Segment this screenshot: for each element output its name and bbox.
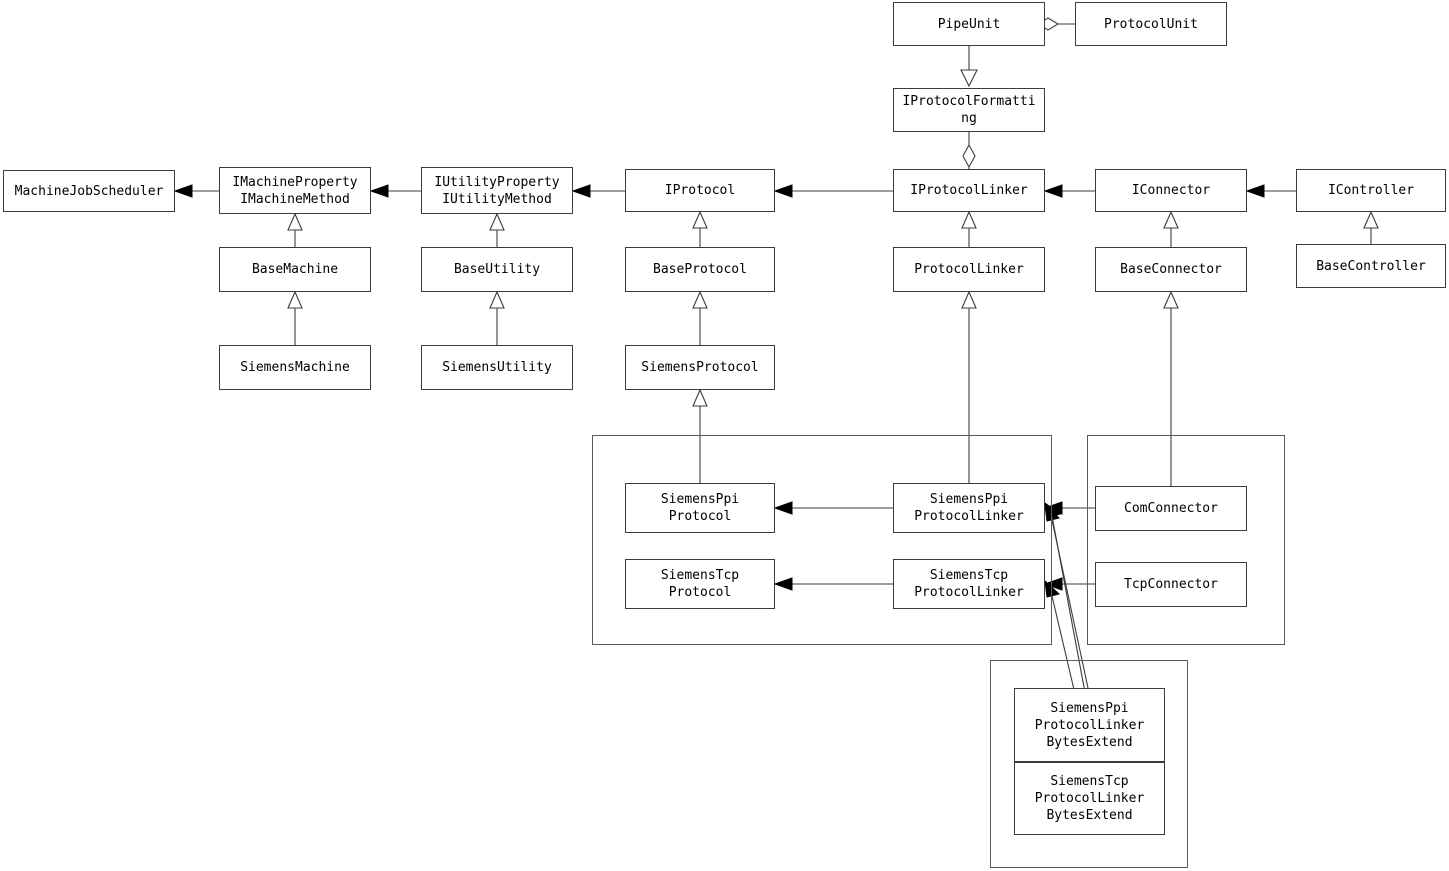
edge-protocollinker-to-iprotocollinker xyxy=(961,210,977,247)
class-box-siemensppiprotocollinkerbytesextend[interactable]: SiemensPpi ProtocolLinker BytesExtend xyxy=(1014,688,1165,762)
class-box-baseprotocol[interactable]: BaseProtocol xyxy=(625,247,775,292)
class-box-basecontroller[interactable]: BaseController xyxy=(1296,244,1446,288)
edge-siemensmachine-to-basemachine xyxy=(287,290,303,345)
class-box-iutilityproperty[interactable]: IUtilityProperty IUtilityMethod xyxy=(421,167,573,214)
edge-iconnector-to-iprotocollinker xyxy=(1043,184,1095,198)
edge-baseprotocol-to-iprotocol xyxy=(692,210,708,247)
class-box-icontroller[interactable]: IController xyxy=(1296,169,1446,212)
class-box-comconnector[interactable]: ComConnector xyxy=(1095,486,1247,531)
edge-baseutility-to-iutility xyxy=(489,212,505,247)
class-box-siemenstcpprotocol[interactable]: SiemensTcp Protocol xyxy=(625,559,775,609)
edge-iutility-to-imachine xyxy=(369,184,421,198)
class-box-iprotocolformatting[interactable]: IProtocolFormatti ng xyxy=(893,88,1045,132)
class-box-protocolunit[interactable]: ProtocolUnit xyxy=(1075,2,1227,46)
edge-siemensprotocol-to-baseprotocol xyxy=(692,290,708,345)
class-box-siemenstcpprotocollinkerbytesextend[interactable]: SiemensTcp ProtocolLinker BytesExtend xyxy=(1014,762,1165,835)
class-box-siemenstcpprotocollinker[interactable]: SiemensTcp ProtocolLinker xyxy=(893,559,1045,609)
class-box-basemachine[interactable]: BaseMachine xyxy=(219,247,371,292)
class-box-siemensutility[interactable]: SiemensUtility xyxy=(421,345,573,390)
edge-iprotocolformatting-to-iprotocollinker xyxy=(962,132,976,169)
class-box-iprotocollinker[interactable]: IProtocolLinker xyxy=(893,169,1045,212)
class-box-imachineproperty[interactable]: IMachineProperty IMachineMethod xyxy=(219,167,371,214)
edge-basemachine-to-imachine xyxy=(287,212,303,247)
class-box-tcpconnector[interactable]: TcpConnector xyxy=(1095,562,1247,607)
class-box-baseutility[interactable]: BaseUtility xyxy=(421,247,573,292)
class-box-protocollinker[interactable]: ProtocolLinker xyxy=(893,247,1045,292)
edge-imachine-to-machinejobscheduler xyxy=(173,184,219,198)
class-box-pipeunit[interactable]: PipeUnit xyxy=(893,2,1045,46)
group-box-protocols xyxy=(592,435,1052,645)
class-box-baseconnector[interactable]: BaseConnector xyxy=(1095,247,1247,292)
edge-iprotocol-to-iutility xyxy=(571,184,625,198)
edge-basecontroller-to-icontroller xyxy=(1363,210,1379,244)
class-box-machinejobscheduler[interactable]: MachineJobScheduler xyxy=(3,170,175,212)
edge-pipeunit-to-iprotocolformatting xyxy=(960,46,978,88)
edge-siemensutility-to-baseutility xyxy=(489,290,505,345)
edge-iprotocollinker-to-iprotocol xyxy=(773,184,893,198)
class-box-iprotocol[interactable]: IProtocol xyxy=(625,169,775,212)
class-box-siemensppiprotocollinker[interactable]: SiemensPpi ProtocolLinker xyxy=(893,483,1045,533)
class-box-siemensmachine[interactable]: SiemensMachine xyxy=(219,345,371,390)
edge-icontroller-to-iconnector xyxy=(1245,184,1296,198)
class-box-iconnector[interactable]: IConnector xyxy=(1095,169,1247,212)
edge-baseconnector-to-iconnector xyxy=(1163,210,1179,247)
group-box-connectors xyxy=(1087,435,1285,645)
class-box-siemensppiprotocol[interactable]: SiemensPpi Protocol xyxy=(625,483,775,533)
class-box-siemensprotocol[interactable]: SiemensProtocol xyxy=(625,345,775,390)
